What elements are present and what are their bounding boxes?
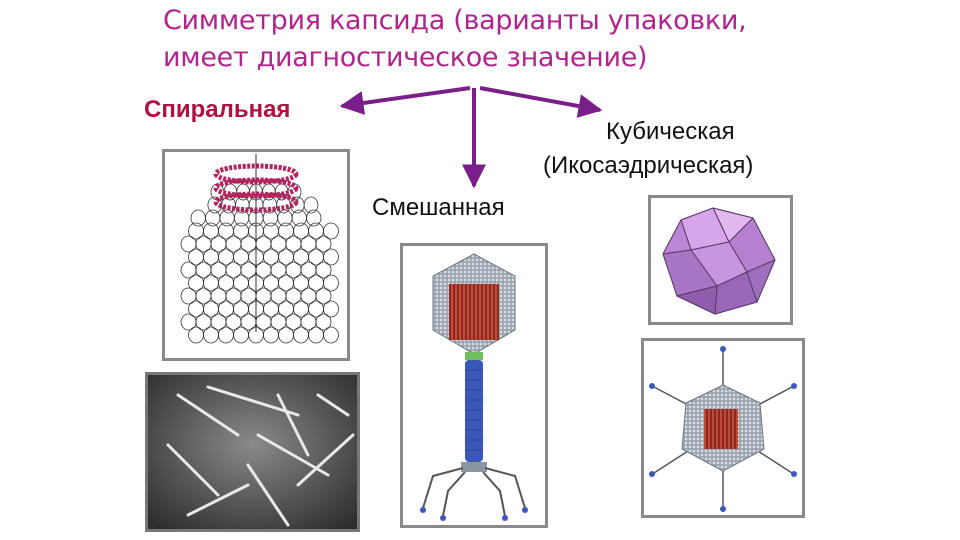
icosahedron-illustration <box>648 195 793 325</box>
micrograph-icon <box>148 375 357 529</box>
adenovirus-icon <box>649 346 797 512</box>
arrow-to-cubic <box>479 86 603 118</box>
rod-virus-micrograph <box>145 372 360 532</box>
label-helical: Спиральная <box>144 96 291 123</box>
arrow-to-helical <box>339 86 471 115</box>
slide-title: Симметрия капсида (варианты упаковки, им… <box>163 2 863 76</box>
title-line-2: имеет диагностическое значение) <box>163 42 648 73</box>
label-icosahedral: (Икосаэдрическая) <box>543 152 754 179</box>
helical-virus-illustration <box>162 149 350 361</box>
icosahedron-icon <box>662 207 776 315</box>
label-cubic: Кубическая <box>606 118 735 145</box>
label-mixed: Смешанная <box>372 194 505 221</box>
bacteriophage-icon <box>420 253 528 521</box>
bacteriophage-illustration <box>400 243 548 528</box>
adenovirus-illustration <box>641 338 805 518</box>
title-line-1: Симметрия капсида (варианты упаковки, <box>163 5 747 36</box>
helical-virus-icon <box>180 154 339 344</box>
